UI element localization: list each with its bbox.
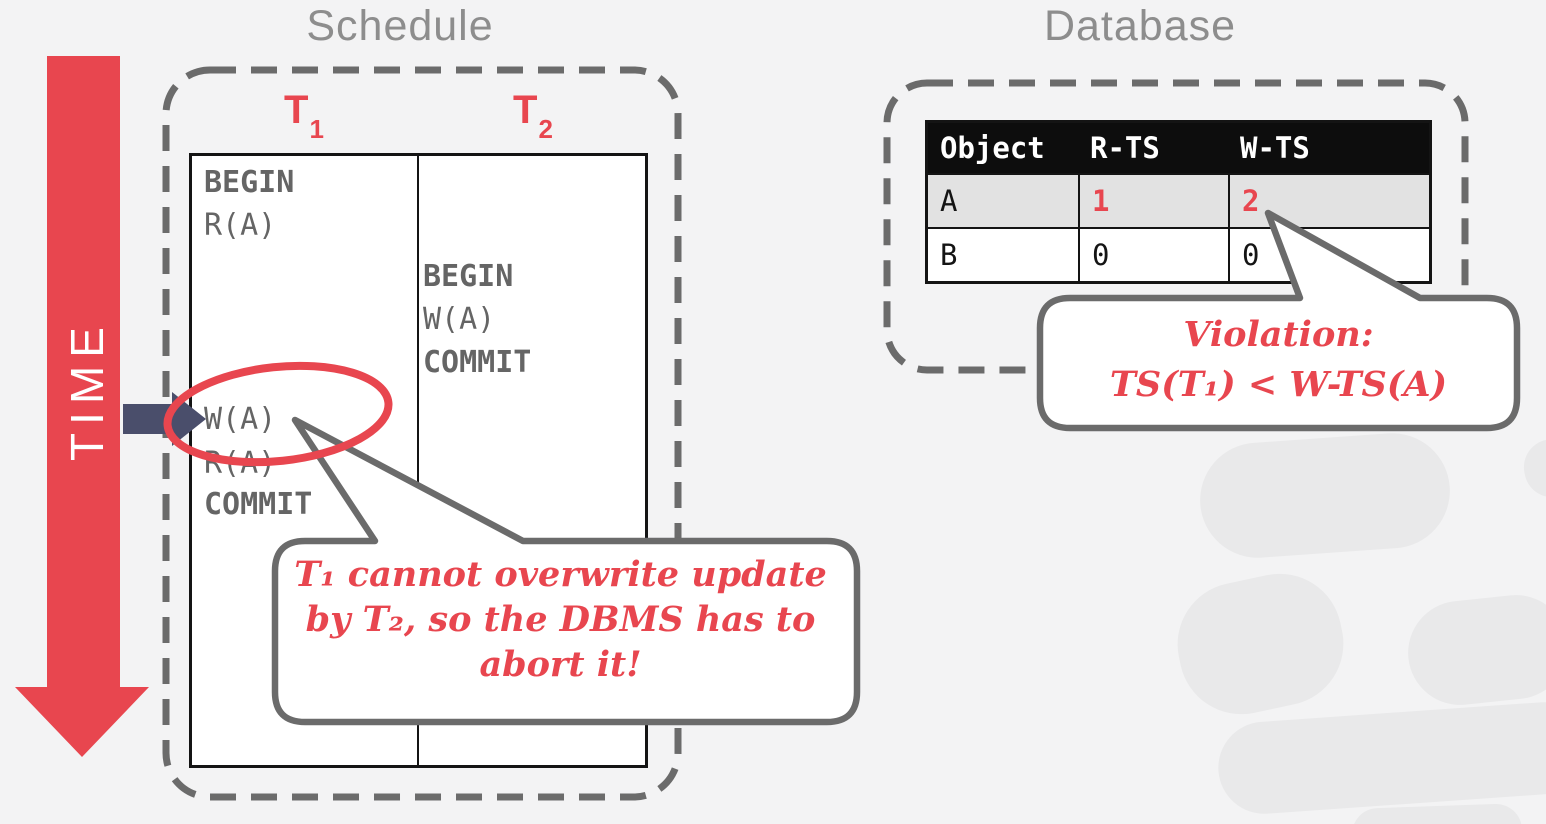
header-object: Object xyxy=(940,131,1045,165)
schedule-table-divider xyxy=(417,153,419,768)
t1-op-commit: COMMIT xyxy=(204,487,313,522)
database-section-title: Database xyxy=(1043,2,1237,50)
txn1-subscript: 1 xyxy=(309,114,324,144)
abort-callout-text: T₁ cannot overwrite update by T₂, so the… xyxy=(283,552,838,687)
row-b-r-ts: 0 xyxy=(1078,229,1228,281)
table-row-b: B 0 0 xyxy=(928,227,1429,281)
header-w-ts: W-TS xyxy=(1240,131,1310,165)
transaction-2-header: T2 xyxy=(418,88,647,144)
t1-op-begin: BEGIN xyxy=(204,165,295,200)
database-table-header-row: Object R-TS W-TS xyxy=(928,123,1429,173)
table-row-a: A 1 2 xyxy=(928,173,1429,227)
row-a-r-ts: 1 xyxy=(1078,175,1228,227)
txn1-base: T xyxy=(284,88,309,132)
t2-op-begin: BEGIN xyxy=(423,259,514,294)
violation-callout-bubble xyxy=(1036,209,1521,432)
violation-line-1: Violation: xyxy=(1183,314,1374,355)
highlight-ellipse xyxy=(163,361,393,467)
header-r-ts: R-TS xyxy=(1090,131,1160,165)
abort-line-1: T₁ cannot overwrite update xyxy=(294,554,827,595)
row-b-object: B xyxy=(940,238,958,272)
row-a-w-ts: 2 xyxy=(1228,175,1429,227)
time-arrow-label: TIME xyxy=(61,319,113,461)
abort-line-2: by T₂, so the DBMS has to xyxy=(305,599,816,640)
abort-line-3: abort it! xyxy=(479,644,642,685)
violation-callout-text: Violation: TS(T₁) < W-TS(A) xyxy=(1040,310,1517,410)
transaction-1-header: T1 xyxy=(189,88,418,144)
t1-op-write-a: W(A) xyxy=(204,402,277,437)
violation-line-2: TS(T₁) < W-TS(A) xyxy=(1109,364,1448,405)
txn2-base: T xyxy=(513,88,538,132)
t2-op-commit: COMMIT xyxy=(423,345,532,380)
row-b-w-ts: 0 xyxy=(1228,229,1429,281)
row-a-object: A xyxy=(940,184,958,218)
txn2-subscript: 2 xyxy=(538,114,553,144)
abort-callout-bubble xyxy=(271,416,861,726)
time-arrow xyxy=(15,56,149,757)
t2-op-write-a: W(A) xyxy=(423,302,496,337)
t1-op-read-a: R(A) xyxy=(204,208,277,243)
schedule-section-title: Schedule xyxy=(306,2,494,50)
